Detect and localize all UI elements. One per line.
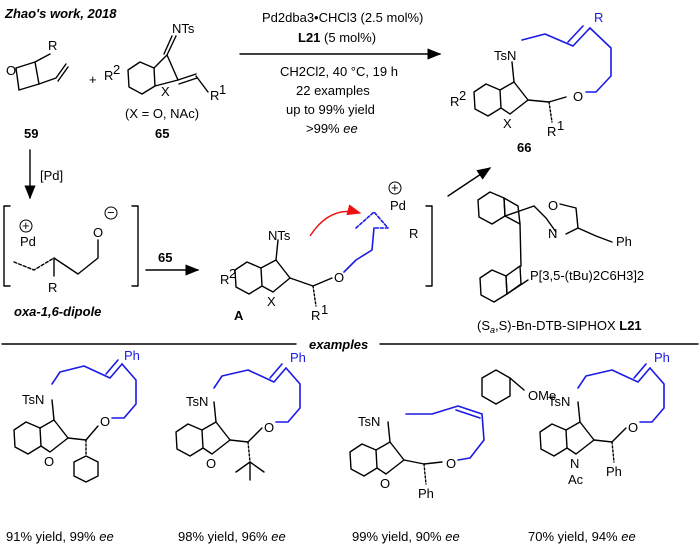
example-3-structure: O TsN O Ph OMe: [349, 369, 556, 501]
svg-text:TsN: TsN: [548, 394, 570, 409]
condition-solvent: CH2Cl2, 40 °C, 19 h: [280, 64, 398, 79]
svg-text:1: 1: [219, 82, 226, 97]
svg-text:TsN: TsN: [358, 414, 380, 429]
example-1-yield: 91% yield, 99% ee: [6, 529, 114, 544]
example-4-yield: 70% yield, 94% ee: [528, 529, 636, 544]
svg-text:NTs: NTs: [268, 228, 291, 243]
svg-text:R: R: [210, 88, 219, 103]
svg-text:−: −: [107, 205, 115, 220]
example-4-structure: N Ac TsN O Ph Ph: [539, 350, 670, 487]
svg-text:O: O: [100, 414, 110, 429]
svg-text:R: R: [311, 308, 320, 323]
svg-text:OMe: OMe: [528, 388, 556, 403]
compound-59-label: 59: [24, 126, 38, 141]
pd-arrow-label: [Pd]: [40, 168, 63, 183]
svg-text:N: N: [548, 226, 557, 241]
scheme-title: Zhao's work, 2018: [4, 6, 117, 21]
svg-text:R: R: [409, 226, 418, 241]
svg-text:+: +: [22, 218, 30, 233]
plus-sign: +: [89, 72, 97, 87]
r-label: R: [48, 38, 57, 53]
intermediate-a-label: A: [234, 308, 244, 323]
svg-text:R: R: [450, 94, 459, 109]
svg-text:O: O: [446, 456, 456, 471]
ligand-name: (Sa,S)-Bn-DTB-SIPHOX L21: [477, 318, 642, 335]
svg-text:NTs: NTs: [172, 21, 195, 36]
svg-text:2: 2: [113, 62, 120, 77]
svg-text:O: O: [206, 456, 216, 471]
svg-text:O: O: [628, 420, 638, 435]
svg-text:Ph: Ph: [290, 350, 306, 365]
svg-text:Ph: Ph: [654, 350, 670, 365]
svg-text:TsN: TsN: [186, 394, 208, 409]
condition-yield: up to 99% yield: [286, 102, 375, 117]
compound-65-structure: NTs X R 2 R 1: [104, 21, 226, 103]
compound-59-structure: O R: [6, 38, 69, 91]
dipole-label: oxa-1,6-dipole: [14, 304, 101, 319]
example-2-structure: O TsN O Ph: [175, 350, 306, 481]
svg-text:O: O: [6, 63, 16, 78]
svg-text:1: 1: [321, 302, 328, 317]
svg-text:O: O: [93, 225, 103, 240]
example-2-yield: 98% yield, 96% ee: [178, 529, 286, 544]
svg-text:O: O: [264, 420, 274, 435]
svg-text:X: X: [267, 294, 276, 309]
dipole-structure: + Pd R O −: [3, 205, 139, 295]
svg-text:Ph: Ph: [606, 464, 622, 479]
compound-65-label: 65: [155, 126, 169, 141]
svg-text:Pd: Pd: [390, 198, 406, 213]
svg-text:X: X: [503, 116, 512, 131]
svg-text:O: O: [548, 198, 558, 213]
svg-text:N: N: [570, 456, 579, 471]
condition-ee: >99% ee: [306, 121, 358, 136]
svg-text:R: R: [547, 124, 556, 139]
svg-text:P[3,5-(tBu)2C6H3]2: P[3,5-(tBu)2C6H3]2: [530, 268, 644, 283]
svg-text:Ph: Ph: [418, 486, 434, 501]
example-3-yield: 99% yield, 90% ee: [352, 529, 460, 544]
svg-text:2: 2: [229, 266, 236, 281]
svg-text:2: 2: [459, 88, 466, 103]
svg-text:R: R: [48, 280, 57, 295]
compound-66-structure: X TsN O R 1 R 2 R: [450, 10, 612, 139]
x-definition: (X = O, NAc): [125, 106, 199, 121]
svg-text:X: X: [161, 84, 170, 99]
svg-text:TsN: TsN: [494, 48, 516, 63]
condition-ligand: L21 (5 mol%): [298, 30, 376, 45]
condition-catalyst: Pd2dba3•CHCl3 (2.5 mol%): [262, 10, 423, 25]
intermediate-a-structure: X NTs R 1 O Pd + R R 2: [220, 180, 433, 323]
ligand-l21-structure: O N Ph P[3,5-(tBu)2C6H3]2: [477, 191, 644, 303]
svg-text:O: O: [334, 270, 344, 285]
addition-arrow-label: 65: [158, 250, 172, 265]
svg-text:Ph: Ph: [616, 234, 632, 249]
svg-text:Ph: Ph: [124, 348, 140, 363]
examples-header: examples: [309, 337, 368, 352]
svg-text:R: R: [104, 68, 113, 83]
example-1-structure: O TsN O Ph: [13, 348, 140, 483]
svg-text:+: +: [391, 180, 399, 195]
svg-text:TsN: TsN: [22, 392, 44, 407]
svg-text:1: 1: [557, 118, 564, 133]
svg-text:O: O: [380, 476, 390, 491]
svg-text:Ac: Ac: [568, 472, 584, 487]
svg-text:O: O: [44, 454, 54, 469]
compound-66-label: 66: [517, 140, 531, 155]
svg-text:Pd: Pd: [20, 234, 36, 249]
svg-text:O: O: [573, 89, 583, 104]
svg-text:R: R: [220, 272, 229, 287]
svg-text:R: R: [594, 10, 603, 25]
ring-closure-arrow: [447, 167, 492, 197]
condition-examples: 22 examples: [296, 83, 370, 98]
